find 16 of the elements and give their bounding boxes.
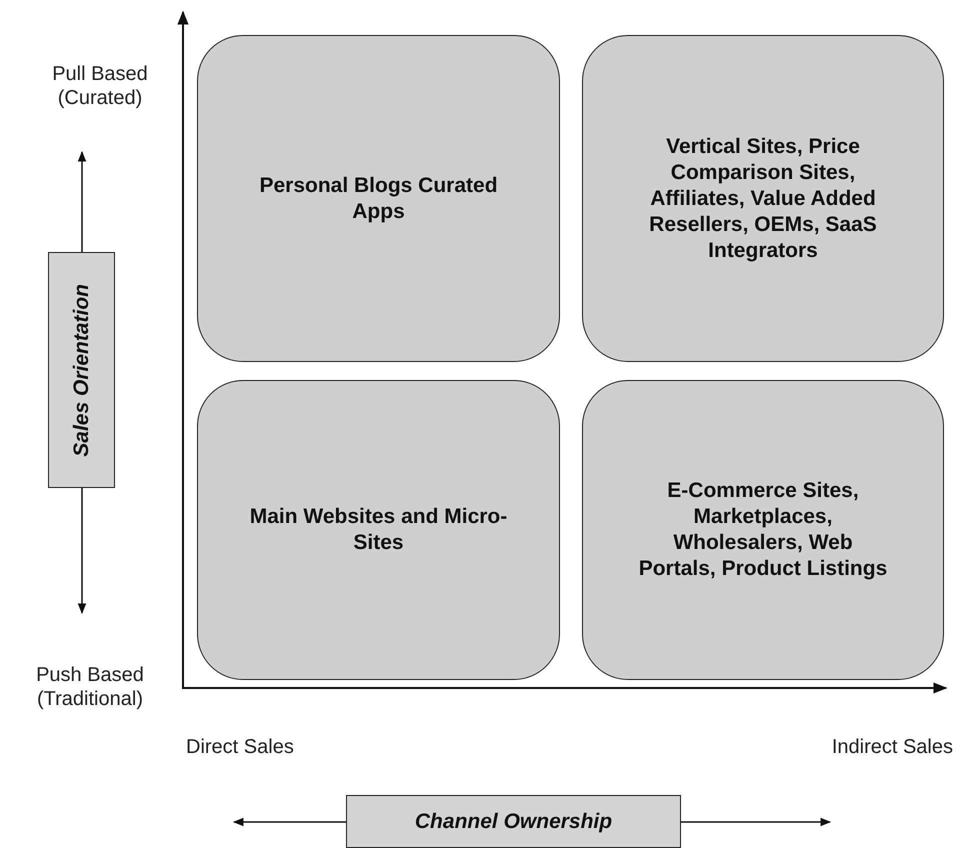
quadrant-box <box>197 35 560 362</box>
quadrant-box <box>582 35 944 362</box>
axis-title: Sales Orientation <box>70 284 94 456</box>
quadrant-text: Main Websites and Micro-Sites <box>248 504 508 556</box>
quadrant-box <box>582 380 944 680</box>
quadrant-text: Personal Blogs Curated Apps <box>258 172 499 224</box>
axis-title-box <box>346 795 681 848</box>
axis-title: Channel Ownership <box>414 810 612 834</box>
axis-end-label: Direct Sales <box>186 735 295 759</box>
axis-title-box <box>48 252 115 488</box>
quadrant-box <box>197 380 560 680</box>
axis-end-label: Pull Based (Curated) <box>51 62 149 110</box>
quadrant-text: E-Commerce Sites, Marketplaces, Wholesalers, Web Portals, Product Listings <box>638 478 888 582</box>
quadrant-text: Vertical Sites, Price Comparison Sites, Affiliates, Value Added Resellers, OEMs, SaaS Integrators <box>648 134 878 264</box>
axis-end-label: Indirect Sales <box>830 735 953 759</box>
axis-end-label: Push Based (Traditional) <box>35 663 145 711</box>
